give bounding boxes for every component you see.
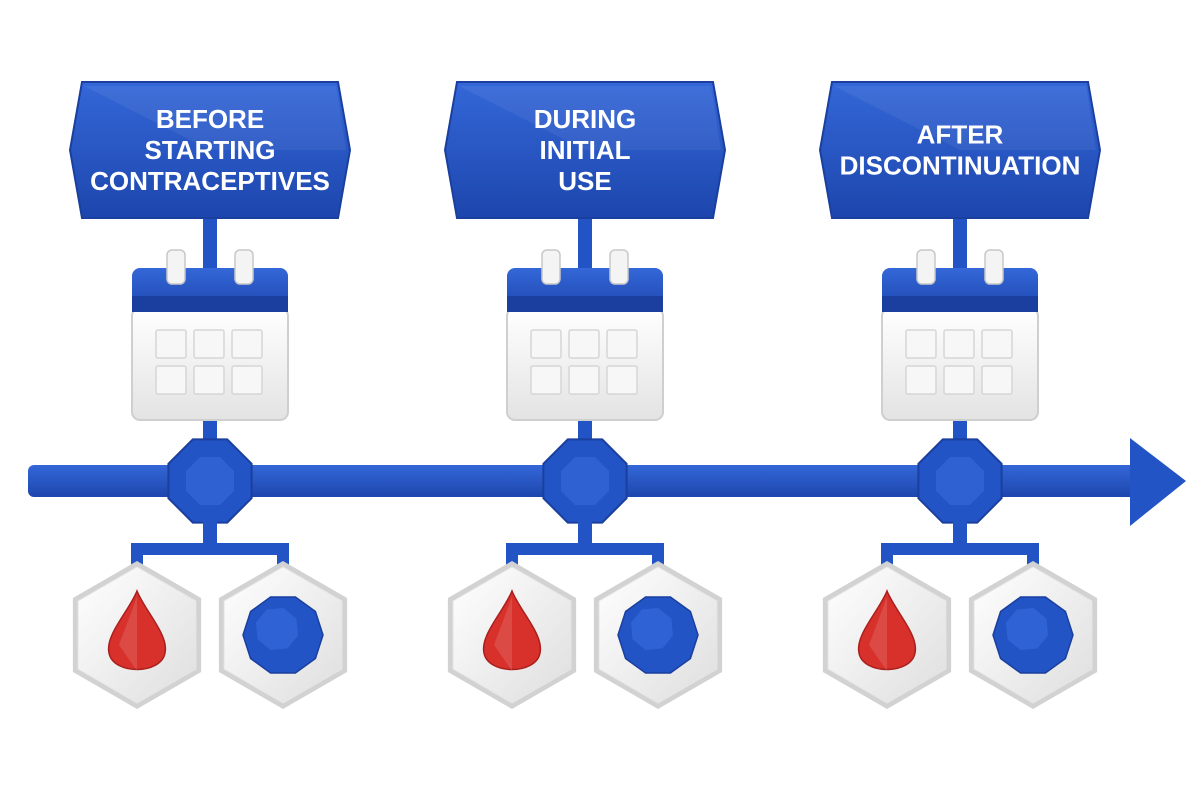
branch-connector	[506, 520, 664, 571]
blue-ball-icon	[992, 596, 1074, 674]
stage-label-line: CONTRACEPTIVES	[90, 166, 330, 196]
icon-tile	[593, 561, 723, 709]
banner-facet	[459, 86, 721, 150]
timeline-node	[167, 438, 253, 524]
stage-label-line: BEFORE	[156, 104, 264, 134]
branch-connector	[881, 520, 1039, 571]
stage-label-line: USE	[558, 166, 611, 196]
blood-drop-icon	[857, 588, 917, 671]
calendar-icon	[506, 249, 664, 421]
icon-tile	[447, 561, 577, 709]
stage-label-line: AFTER	[917, 120, 1004, 150]
icon-tile	[218, 561, 348, 709]
timeline-node	[542, 438, 628, 524]
timeline-node	[917, 438, 1003, 524]
stage-label-banner	[443, 81, 727, 219]
calendar-icon	[881, 249, 1039, 421]
banner-facet	[834, 86, 1096, 150]
timeline-arrowhead	[1130, 438, 1186, 526]
blood-drop-icon	[482, 588, 542, 671]
calendar-icon	[131, 249, 289, 421]
banner-facet	[84, 86, 346, 150]
stage-label-line: STARTING	[145, 135, 276, 165]
icon-tile	[822, 561, 952, 709]
icon-tile	[72, 561, 202, 709]
blue-ball-icon	[242, 596, 324, 674]
stage-label-line: DISCONTINUATION	[840, 151, 1081, 181]
stage-label-line: INITIAL	[540, 135, 631, 165]
blood-drop-icon	[107, 588, 167, 671]
branch-connector	[131, 520, 289, 571]
stage-label-line: DURING	[534, 104, 637, 134]
icon-tile	[968, 561, 1098, 709]
stage-label-banner	[818, 81, 1102, 219]
blue-ball-icon	[617, 596, 699, 674]
stage-label-banner	[68, 81, 352, 219]
